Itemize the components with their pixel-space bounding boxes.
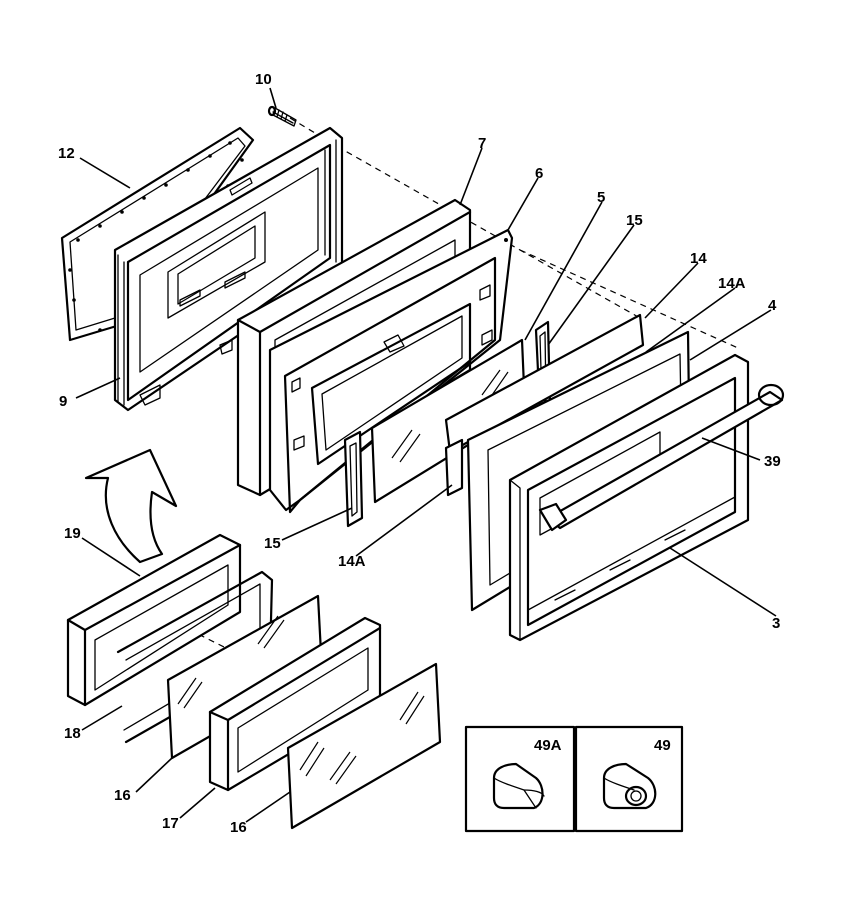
door-handle-part-39 (538, 383, 785, 532)
glass-part-16-right (286, 662, 442, 830)
knob-inset-49 (574, 725, 684, 833)
label-part-3: 3 (772, 615, 780, 632)
label-part-14a-right: 14A (718, 275, 746, 292)
hinge-bracket-part-15-left (343, 430, 364, 528)
knob-inset-49a (464, 725, 576, 833)
label-part-14: 14 (690, 250, 707, 267)
door-liner-part-9 (113, 126, 344, 412)
label-part-16-left: 16 (114, 787, 131, 804)
label-part-16-right: 16 (230, 819, 247, 836)
curved-arrow-icon (84, 448, 178, 564)
part-labels: 10 12 9 7 6 5 15 14 14A 4 39 3 15 14A 19… (58, 71, 781, 836)
screw-part-10 (267, 105, 297, 127)
label-part-12: 12 (58, 145, 75, 162)
label-part-14a-center: 14A (338, 553, 366, 570)
label-part-17: 17 (162, 815, 179, 832)
label-part-49a: 49A (534, 737, 562, 754)
label-part-18: 18 (64, 725, 81, 742)
label-part-19: 19 (64, 525, 81, 542)
label-part-7: 7 (478, 135, 486, 152)
label-part-39: 39 (764, 453, 781, 470)
drawer-frame-part-19 (66, 533, 242, 707)
label-part-10: 10 (255, 71, 272, 88)
label-part-49: 49 (654, 737, 671, 754)
label-part-9: 9 (59, 393, 67, 410)
label-part-15-bottom: 15 (264, 535, 281, 552)
label-part-6: 6 (535, 165, 543, 182)
glass-panel-part-14 (444, 313, 645, 454)
outer-door-frame-part-3 (508, 353, 750, 642)
leader-lines (75, 87, 777, 823)
spacer-part-14a-center (444, 438, 464, 497)
label-part-5: 5 (597, 189, 605, 206)
label-part-4: 4 (768, 297, 777, 314)
label-part-15-top: 15 (626, 212, 643, 229)
